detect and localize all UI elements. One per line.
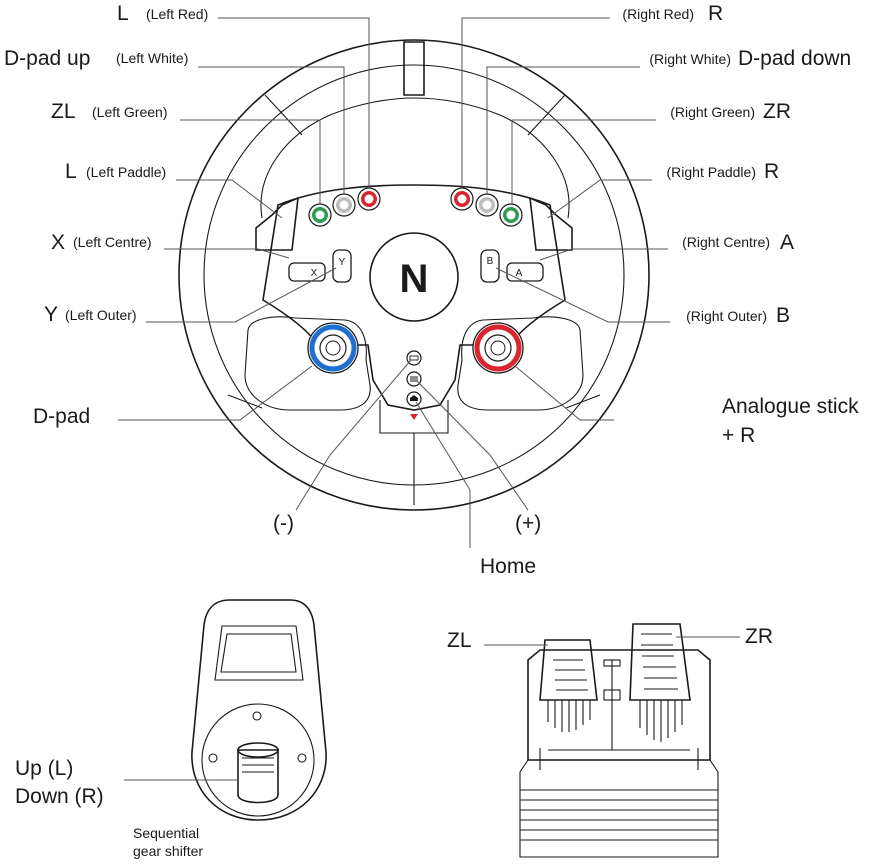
wheel-top-marker [403,41,425,96]
shifter-lever[interactable] [237,742,279,804]
right-white-button[interactable] [475,193,499,217]
label-shifter-up: Up (L) [15,757,73,780]
left-white-button[interactable] [332,193,356,217]
sequential-shifter: Up (L) Down (R) Sequential gear shifter [15,599,327,859]
right-green-button[interactable] [499,203,523,227]
analogue-stick[interactable] [472,322,524,374]
home-icon [410,395,418,401]
label-dpad: D-pad [33,405,90,428]
label-left-centre-main: X [51,231,65,254]
label-shifter-caption-1: Sequential [133,825,199,841]
minus-button[interactable] [406,350,422,366]
label-right-white-sub: (Right White) [649,51,731,67]
label-stick-line2: + R [722,424,755,447]
label-shifter-down: Down (R) [15,785,104,808]
label-left-green-main: ZL [51,100,76,123]
label-left-white-sub: (Left White) [116,50,188,66]
svg-text:A: A [516,268,523,279]
svg-text:X: X [311,268,318,279]
logo-text: N [400,257,429,301]
wheel-rim-grip-inner [260,97,570,219]
label-right-paddle-main: R [764,160,779,183]
d-pad[interactable] [307,322,359,374]
svg-text:B: B [487,256,494,267]
label-left-paddle-sub: (Left Paddle) [86,164,166,180]
wheel-callout-lines [118,17,670,548]
label-stick-line1: Analogue stick [722,395,859,418]
label-plus: (+) [515,512,541,535]
label-left-red-main: L [117,2,129,25]
shifter-body [191,599,327,821]
label-home: Home [480,555,536,578]
label-right-centre-main: A [780,231,794,254]
wheel-rim-outer [178,39,650,511]
label-minus: (-) [273,512,294,535]
label-right-centre-sub: (Right Centre) [682,234,770,250]
y-button[interactable]: Y [332,249,352,283]
label-right-green-main: ZR [763,100,791,123]
label-left-red-sub: (Left Red) [146,6,208,22]
wheel-labels: L (Left Red) (Right Red) R D-pad up (Lef… [4,2,859,578]
right-paddle[interactable] [529,196,573,251]
left-paddle[interactable] [255,196,299,251]
left-red-button[interactable] [357,187,381,211]
label-left-green-sub: (Left Green) [92,104,167,120]
a-button[interactable]: A [506,262,544,282]
left-green-button[interactable] [308,203,332,227]
label-left-centre-sub: (Left Centre) [73,234,152,250]
pedal-unit: ZL ZR [447,623,773,858]
label-right-paddle-sub: (Right Paddle) [667,164,757,180]
right-pedal[interactable] [629,623,691,742]
label-right-red-sub: (Right Red) [622,6,694,22]
left-pedal[interactable] [539,639,598,732]
label-left-white-main: D-pad up [4,47,90,70]
shifter-base [201,703,315,817]
plus-button[interactable] [406,371,422,387]
label-right-red-main: R [708,2,723,25]
home-button[interactable] [406,391,422,407]
label-pedal-left: ZL [447,629,472,652]
label-right-outer-main: B [776,304,790,327]
logo-badge [369,232,459,322]
label-left-outer-sub: (Left Outer) [65,307,137,323]
right-red-button[interactable] [450,187,474,211]
label-right-green-sub: (Right Green) [670,104,755,120]
label-right-outer-sub: (Right Outer) [686,308,767,324]
home-indicator-arrow [410,414,418,420]
label-left-paddle-main: L [65,160,77,183]
x-button[interactable]: X [288,262,326,282]
svg-text:Y: Y [339,257,346,268]
label-shifter-caption-2: gear shifter [133,843,203,859]
label-right-white-main: D-pad down [738,47,851,70]
label-pedal-right: ZR [745,625,773,648]
steering-wheel: N Y [178,39,650,511]
label-left-outer-main: Y [44,303,58,326]
b-button[interactable]: B [480,249,500,283]
